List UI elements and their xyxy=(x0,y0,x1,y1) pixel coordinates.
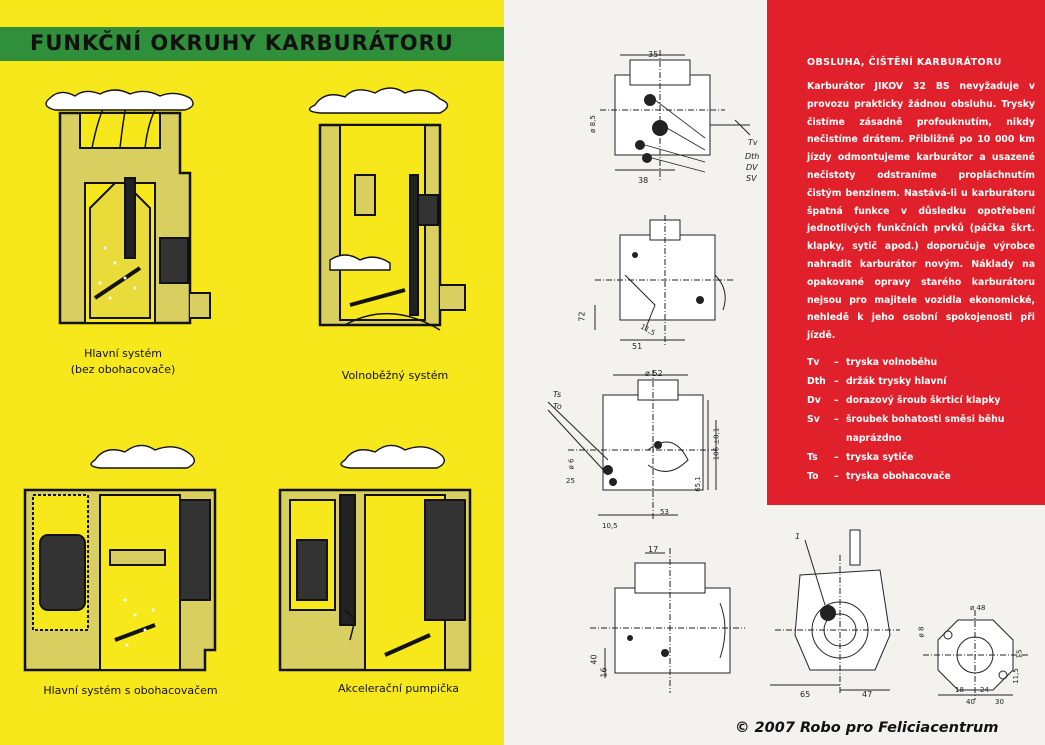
legend-value: tryska sytiče xyxy=(846,451,914,463)
legend-key: Tv xyxy=(807,356,820,368)
d1-label-dth: Dth xyxy=(745,152,760,161)
service-legend: Tv – tryska volnoběhu Dth – držák trysky… xyxy=(807,353,1035,486)
d1-label-sv: SV xyxy=(746,174,757,183)
legend-row: To – tryska obohacovače xyxy=(807,467,1035,486)
d3-label-ts: Ts xyxy=(553,390,562,399)
d3-right-a: 106 ±0,1 xyxy=(712,427,721,461)
copyright-notice: © 2007 Robo pro Feliciacentrum xyxy=(735,720,999,736)
d6-top-dim: ø 48 xyxy=(970,604,986,612)
legend-key: Sv xyxy=(807,413,820,425)
d1-label-tv: Tv xyxy=(748,138,758,147)
legend-row: Dth – držák trysky hlavní xyxy=(807,372,1035,391)
tech-drawing-side xyxy=(547,370,718,520)
d3-left-a: ø 6 xyxy=(567,458,576,470)
diagram-caption-main: Hlavní systém (bez obohacovače) xyxy=(70,347,176,376)
d6-dim-1: 24 xyxy=(980,686,989,694)
legend-value: držák trysky hlavní xyxy=(846,375,947,387)
d3-dim-b: 10,5 xyxy=(602,522,618,530)
legend-value: tryska volnoběhu xyxy=(846,356,938,368)
legend-value: tryska obohacovače xyxy=(846,470,951,482)
d4-top-dim: 17 xyxy=(648,545,659,554)
d5-marker: 1 xyxy=(795,532,801,541)
legend-row: Dv – dorazový šroub škrticí klapky xyxy=(807,391,1035,410)
d6-dim-6: ø 8 xyxy=(917,626,926,638)
tech-drawing-flange xyxy=(923,610,1028,700)
legend-dash: – xyxy=(834,451,839,463)
d3-top-dim: ø 52 xyxy=(645,369,663,378)
legend-dash: – xyxy=(834,375,839,387)
d1-bottom-dim: 38 xyxy=(638,176,649,185)
legend-dash: – xyxy=(834,356,839,368)
d6-dim-0: 18 xyxy=(955,686,964,694)
d6-dim-4: 15 xyxy=(1015,649,1024,659)
diagram-idle-system xyxy=(308,87,466,331)
d3-dim-a: 25 xyxy=(566,477,575,485)
tech-drawing-bottom-mid xyxy=(770,529,900,695)
diagram-caption-enrich: Hlavní systém s obohacovačem xyxy=(43,684,218,697)
title-band xyxy=(0,27,504,61)
d6-dim-5: 11,5 xyxy=(1011,668,1020,684)
diagram-caption-idle: Volnoběžný systém xyxy=(341,369,449,382)
d6-dim-3: 30 xyxy=(995,698,1004,706)
diagram-main-enrich xyxy=(23,444,217,672)
d3-right-b: 65,1 xyxy=(693,476,702,492)
d6-dim-2: 40 xyxy=(966,698,975,706)
legend-value: dorazový šroub škrticí klapky xyxy=(846,394,1001,406)
legend-key: Dv xyxy=(807,394,821,406)
legend-key: Dth xyxy=(807,375,826,387)
service-panel xyxy=(767,0,1045,505)
d3-label-to: To xyxy=(553,402,562,411)
d2-left-dim: 72 xyxy=(577,311,587,322)
service-title: OBSLUHA, ČIŠTĚNÍ KARBURÁTORU xyxy=(807,57,1002,68)
diagram-main-system xyxy=(45,89,211,325)
tech-drawing-top xyxy=(600,50,751,180)
legend-key: Ts xyxy=(807,451,818,463)
legend-continuation: naprázdno xyxy=(846,432,902,444)
legend-key: To xyxy=(807,470,819,482)
legend-row: Tv – tryska volnoběhu xyxy=(807,353,1035,372)
d3-dim-c: 53 xyxy=(660,508,669,516)
service-body: Karburátor JIKOV 32 BS nevyžaduje v prov… xyxy=(807,81,1035,342)
legend-dash: – xyxy=(834,394,839,406)
d4-left-a: 40 xyxy=(589,654,599,665)
service-content: OBSLUHA, ČIŠTĚNÍ KARBURÁTORU Karburátor … xyxy=(807,57,1035,486)
legend-value: šroubek bohatosti směsi běhu xyxy=(846,413,1005,425)
diagram-accel-pump xyxy=(278,444,472,672)
tech-drawing-bottom-left xyxy=(590,548,745,693)
d1-label-dv: DV xyxy=(746,163,758,172)
d2-bottom-dim: 51 xyxy=(632,342,643,351)
d5-dim-b: 47 xyxy=(862,690,873,699)
d1-left-dim: ø 8,5 xyxy=(588,115,597,133)
legend-dash: – xyxy=(834,470,839,482)
legend-dash: – xyxy=(834,413,839,425)
page-title: FUNKČNÍ OKRUHY KARBURÁTORU xyxy=(30,31,454,55)
d1-top-dim: 35 xyxy=(648,50,659,59)
d4-left-b: 16 xyxy=(599,667,609,678)
legend-row: Ts – tryska sytiče xyxy=(807,448,1035,467)
legend-row: Sv – šroubek bohatosti směsi běhu xyxy=(807,410,1035,429)
tech-drawing-front xyxy=(594,215,735,345)
d5-dim-a: 65 xyxy=(800,690,811,699)
diagram-caption-pump: Akcelerační pumpička xyxy=(338,682,460,695)
